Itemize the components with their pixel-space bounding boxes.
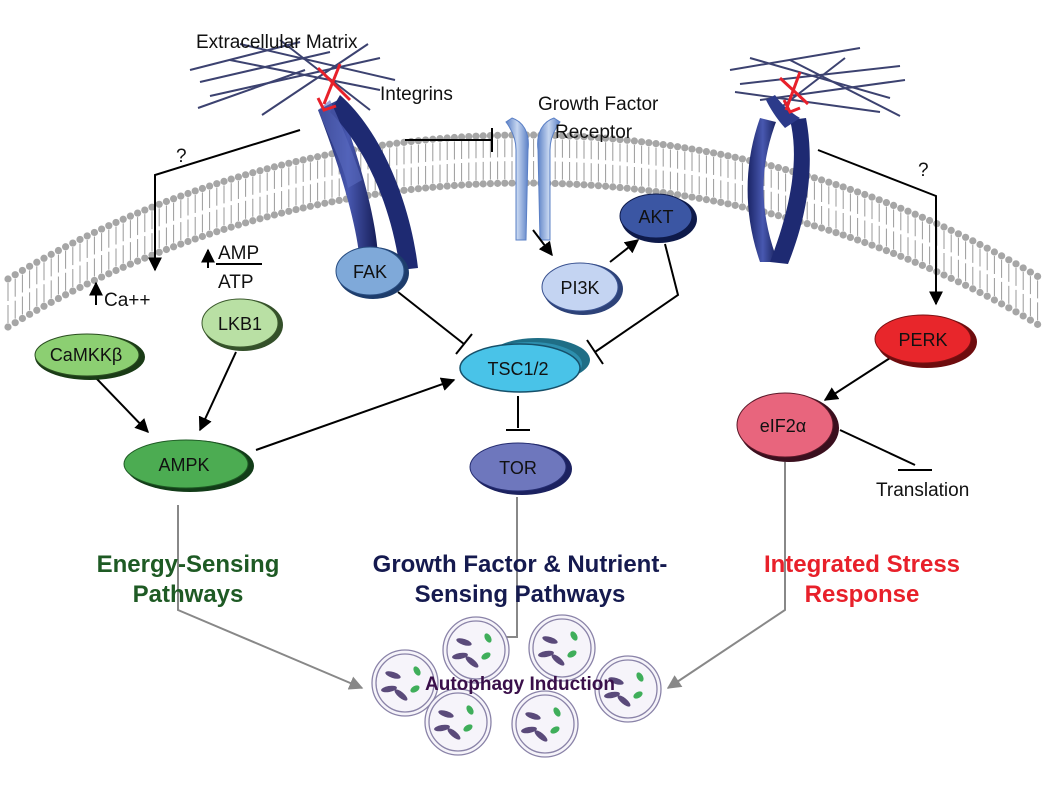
autophagosome <box>528 614 596 682</box>
node-fak-label: FAK <box>353 262 387 282</box>
edge-eif2a-autophagy <box>666 462 786 689</box>
edge-integrin-to-calcium <box>148 129 301 272</box>
edge-ampk-autophagy <box>177 505 364 690</box>
ca-label: Ca++ <box>104 290 150 311</box>
node-eif2a-label: eIF2α <box>760 416 806 436</box>
edge-lkb1-ampk <box>198 351 237 432</box>
node-pi3k-label: PI3K <box>560 278 599 298</box>
growth-pathway-title-1: Growth Factor & Nutrient- <box>373 551 668 578</box>
autophagosome <box>424 688 492 756</box>
edge-fak-inhibits-tsc <box>397 291 465 345</box>
autophagy-induction-label: Autophagy Induction <box>425 674 615 695</box>
edge-pi3k-akt <box>609 239 640 263</box>
node-ampk-label: AMPK <box>158 455 209 475</box>
edge-integrin-to-perk <box>817 149 943 306</box>
energy-pathway-title-2: Pathways <box>133 581 244 608</box>
broken-ecm-mark-left <box>316 63 352 112</box>
edge-eif2a-inhibits-translation <box>839 429 916 466</box>
amp-label: AMP <box>218 243 259 264</box>
autophagosome <box>371 649 439 717</box>
edge-akt-inhibits-tsc <box>594 243 680 353</box>
node-ampk: AMPK <box>123 439 254 492</box>
edge-camkk-ampk <box>95 377 149 434</box>
extracellular-matrix-fibers-right <box>729 47 906 117</box>
growth-pathway-title-2: Sensing Pathways <box>415 581 626 608</box>
node-tor-label: TOR <box>499 458 537 478</box>
atp-label: ATP <box>218 272 254 293</box>
energy-pathway-title-1: Energy-Sensing <box>97 551 280 578</box>
ecm-label: Extracellular Matrix <box>196 32 358 53</box>
node-camkk-label: CaMKKβ <box>50 345 122 365</box>
node-akt-label: AKT <box>638 207 673 227</box>
node-akt: AKT <box>619 193 697 243</box>
integrin-right <box>747 95 810 264</box>
stress-pathway-title-1: Integrated Stress <box>764 551 960 578</box>
gfr-label-line2: Receptor <box>555 122 633 143</box>
autophagosome <box>511 690 579 758</box>
translation-label: Translation <box>876 480 969 501</box>
autophagosome <box>442 616 510 684</box>
pathway-edges <box>89 128 943 471</box>
node-perk-label: PERK <box>898 330 947 350</box>
integrins-label: Integrins <box>380 84 453 105</box>
autophagosome <box>594 655 662 723</box>
integrin-left <box>318 95 418 270</box>
edge-ampk-tsc <box>255 377 456 451</box>
question-right: ? <box>918 160 929 181</box>
node-tsc: TSC1/2 <box>459 338 590 393</box>
node-lkb1: LKB1 <box>201 298 283 351</box>
node-perk: PERK <box>874 314 977 368</box>
autophagosome-cluster <box>371 614 662 758</box>
node-tor: TOR <box>469 442 572 495</box>
growth-factor-receptor <box>505 117 561 241</box>
node-camkk: CaMKKβ <box>34 333 145 380</box>
edge-gfr-pi3k <box>532 229 553 257</box>
node-pi3k: PI3K <box>541 262 623 315</box>
node-eif2a: eIF2α <box>736 392 839 462</box>
node-fak: FAK <box>335 246 409 299</box>
gfr-label-line1: Growth Factor <box>538 94 659 115</box>
stress-pathway-title-2: Response <box>805 581 920 608</box>
edge-perk-eif2a <box>823 357 891 401</box>
broken-ecm-mark-right <box>778 71 810 114</box>
question-left: ? <box>176 146 187 167</box>
node-lkb1-label: LKB1 <box>218 314 262 334</box>
node-tsc-label: TSC1/2 <box>487 359 548 379</box>
